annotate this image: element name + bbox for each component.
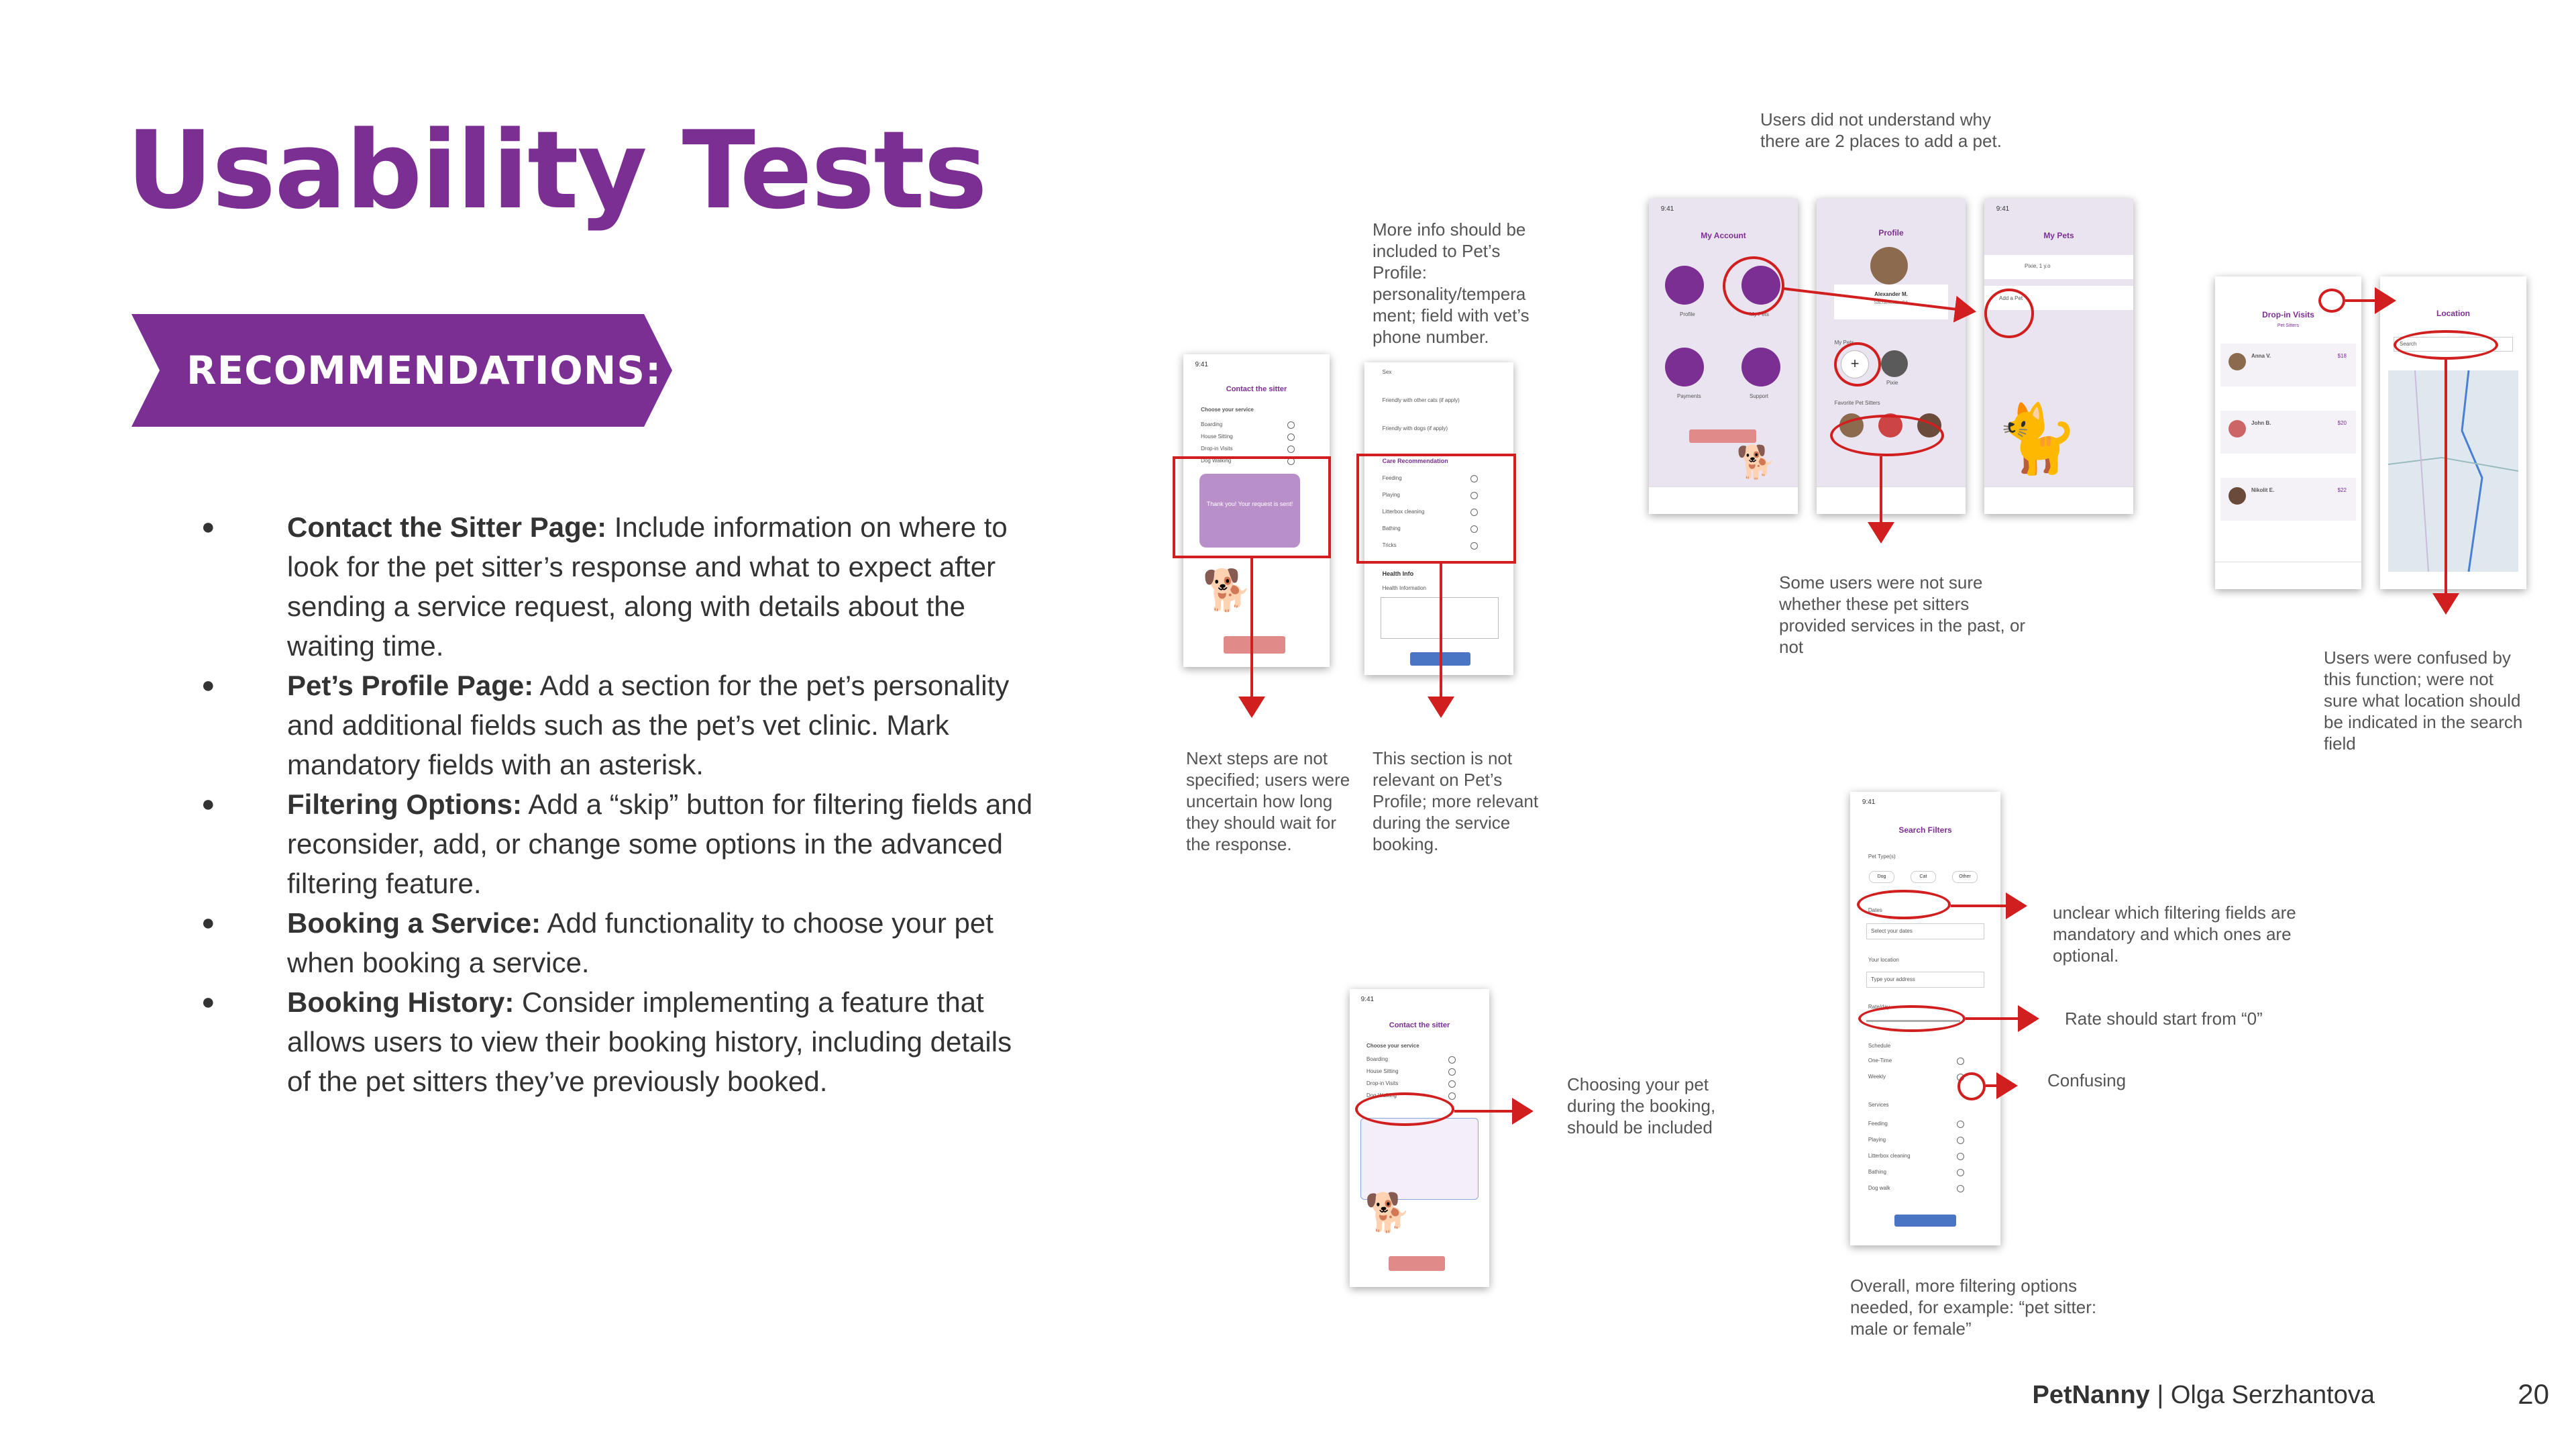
map-routes — [2387, 370, 2519, 572]
pet-illustration: 🐕 — [1364, 1191, 1411, 1233]
list-item: ●Filtering Options: Add a “skip” button … — [201, 788, 1033, 899]
screen-title: Contact the sitter — [1226, 385, 1287, 393]
bottom-nav[interactable] — [1649, 486, 1798, 514]
pet-illustration: 🐕 — [1202, 568, 1252, 613]
sitter-card[interactable]: Nikolit E. $22 — [2220, 478, 2356, 521]
pet-profile-screen: Sex Friendly with other cats (if apply) … — [1364, 362, 1513, 675]
my-pets-screen: 9:41 My Pets Pixie, 1 y.o Add a Pet 🐈 — [1984, 199, 2133, 514]
annotation-oval — [1857, 890, 1951, 919]
list-item: ●Contact the Sitter Page: Include inform… — [201, 511, 1008, 662]
location-input[interactable]: Type your address — [1866, 972, 1984, 988]
banner-arrow-shape — [131, 314, 672, 427]
annotation-oval — [2318, 289, 2345, 313]
sitter-card[interactable]: Anna V. $18 — [2220, 344, 2356, 387]
support-icon[interactable] — [1741, 348, 1780, 387]
become-sitter-button[interactable] — [1689, 429, 1756, 443]
annotation-box — [1356, 454, 1516, 564]
bottom-nav[interactable] — [1984, 486, 2133, 514]
annotation-oval — [2394, 330, 2498, 360]
note-two-places: Users did not understand why there are 2… — [1760, 109, 2002, 151]
annotation-oval — [1355, 1092, 1454, 1126]
note-choose-pet: Choosing your pet during the booking, sh… — [1567, 1074, 1716, 1137]
pet-row[interactable]: Pixie, 1 y.o — [1984, 255, 2133, 279]
annotation-oval — [1723, 256, 1784, 315]
bottom-nav[interactable] — [2215, 562, 2361, 589]
profile-icon[interactable] — [1665, 266, 1704, 305]
banner-label: RECOMMENDATIONS: — [186, 348, 662, 393]
care-recommendation-heading: Care Recommendation — [1382, 458, 1448, 464]
contact-sitter-button[interactable] — [1389, 1256, 1445, 1271]
note-confusing: Confusing — [2047, 1070, 2127, 1090]
recommendations-banner: RECOMMENDATIONS: — [131, 314, 672, 427]
pet-avatar[interactable] — [1881, 350, 1908, 377]
apply-button[interactable] — [1894, 1215, 1956, 1227]
drop-in-visits-screen: Drop-in Visits Pet Sitters Anna V. $18 J… — [2215, 276, 2361, 589]
pet-type-chip[interactable]: Cat — [1911, 871, 1936, 883]
payments-icon[interactable] — [1665, 348, 1704, 387]
contact-sitter-button[interactable] — [1224, 636, 1285, 654]
list-item: ●Booking a Service: Add functionality to… — [201, 907, 994, 978]
annotation-oval — [1834, 342, 1881, 387]
footer-brand: PetNanny — [2032, 1381, 2150, 1409]
footer-author: Olga Serzhantova — [2170, 1381, 2375, 1409]
slide-title: Usability Tests — [126, 107, 987, 233]
pet-illustration: 🐈 — [1995, 401, 2079, 476]
pet-type-chip[interactable]: Other — [1952, 871, 1978, 883]
list-item: ●Pet’s Profile Page: Add a section for t… — [201, 670, 1010, 780]
note-rate: Rate should start from “0” — [2065, 1009, 2263, 1029]
confirmation-popup: Thank you! Your request is sent! — [1199, 474, 1300, 548]
map-view[interactable] — [2387, 370, 2519, 572]
annotation-oval — [1858, 1005, 1966, 1032]
avatar — [1870, 247, 1908, 285]
annotation-oval — [1830, 415, 1944, 456]
note-more-filters: Overall, more filtering options needed, … — [1850, 1276, 2097, 1339]
annotation-oval — [1957, 1072, 1986, 1100]
recommendations-list: ●Contact the Sitter Page: Include inform… — [201, 507, 1033, 1101]
annotation-oval — [1984, 289, 2034, 338]
note-location: Users were confused by this function; we… — [2324, 648, 2523, 754]
annotation-box — [1173, 456, 1331, 558]
list-item: ●Booking History: Consider implementing … — [201, 986, 1012, 1097]
bottom-nav[interactable] — [1817, 486, 1966, 514]
footer-credit: PetNanny | Olga Serzhantova — [2032, 1381, 2375, 1409]
message-field[interactable] — [1360, 1118, 1479, 1200]
contact-sitter-screen: 9:41 Contact the sitter Choose your serv… — [1183, 354, 1330, 667]
dates-input[interactable]: Select your dates — [1866, 923, 1984, 939]
pet-illustration: 🐕 — [1736, 445, 1776, 480]
note-more-info: More info should be included to Pet’s Pr… — [1373, 219, 1529, 347]
note-next-steps: Next steps are not specified; users were… — [1186, 748, 1350, 854]
contact-sitter-screen-2: 9:41 Contact the sitter Choose your serv… — [1350, 989, 1489, 1287]
note-filter-unclear: unclear which filtering fields are manda… — [2053, 903, 2296, 966]
note-not-relevant: This section is not relevant on Pet’s Pr… — [1373, 748, 1539, 854]
location-screen: Location Search — [2380, 276, 2526, 589]
sitter-card[interactable]: John B. $20 — [2220, 411, 2356, 454]
note-past-services: Some users were not sure whether these p… — [1779, 572, 2026, 657]
page-number: 20 — [2518, 1378, 2549, 1410]
pet-type-chip[interactable]: Dog — [1869, 871, 1894, 883]
